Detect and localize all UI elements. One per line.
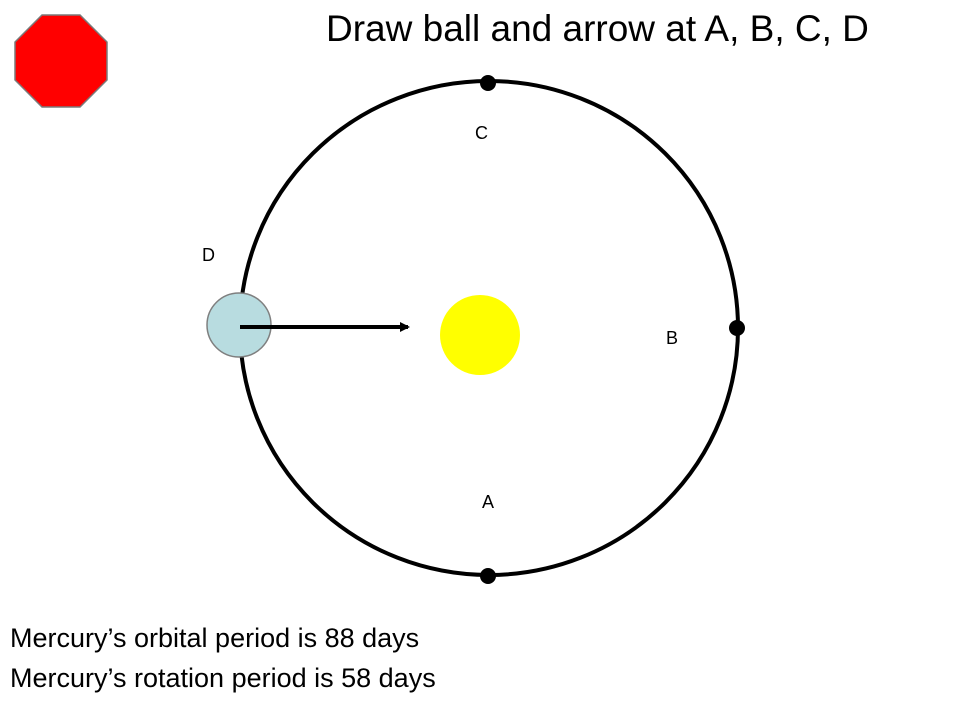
sun xyxy=(440,295,520,375)
label-b: B xyxy=(666,328,678,348)
label-c: C xyxy=(475,123,488,143)
label-a: A xyxy=(482,492,494,512)
caption-orbital-period: Mercury’s orbital period is 88 days xyxy=(10,623,420,653)
label-d: D xyxy=(202,245,215,265)
orbit-marker-b xyxy=(729,320,745,336)
caption-rotation-period: Mercury’s rotation period is 58 days xyxy=(10,663,436,693)
slide-title: Draw ball and arrow at A, B, C, D xyxy=(326,8,869,49)
orbit-marker-a xyxy=(480,568,496,584)
stop-sign-icon xyxy=(14,14,108,108)
orbit-marker-c xyxy=(480,75,496,91)
